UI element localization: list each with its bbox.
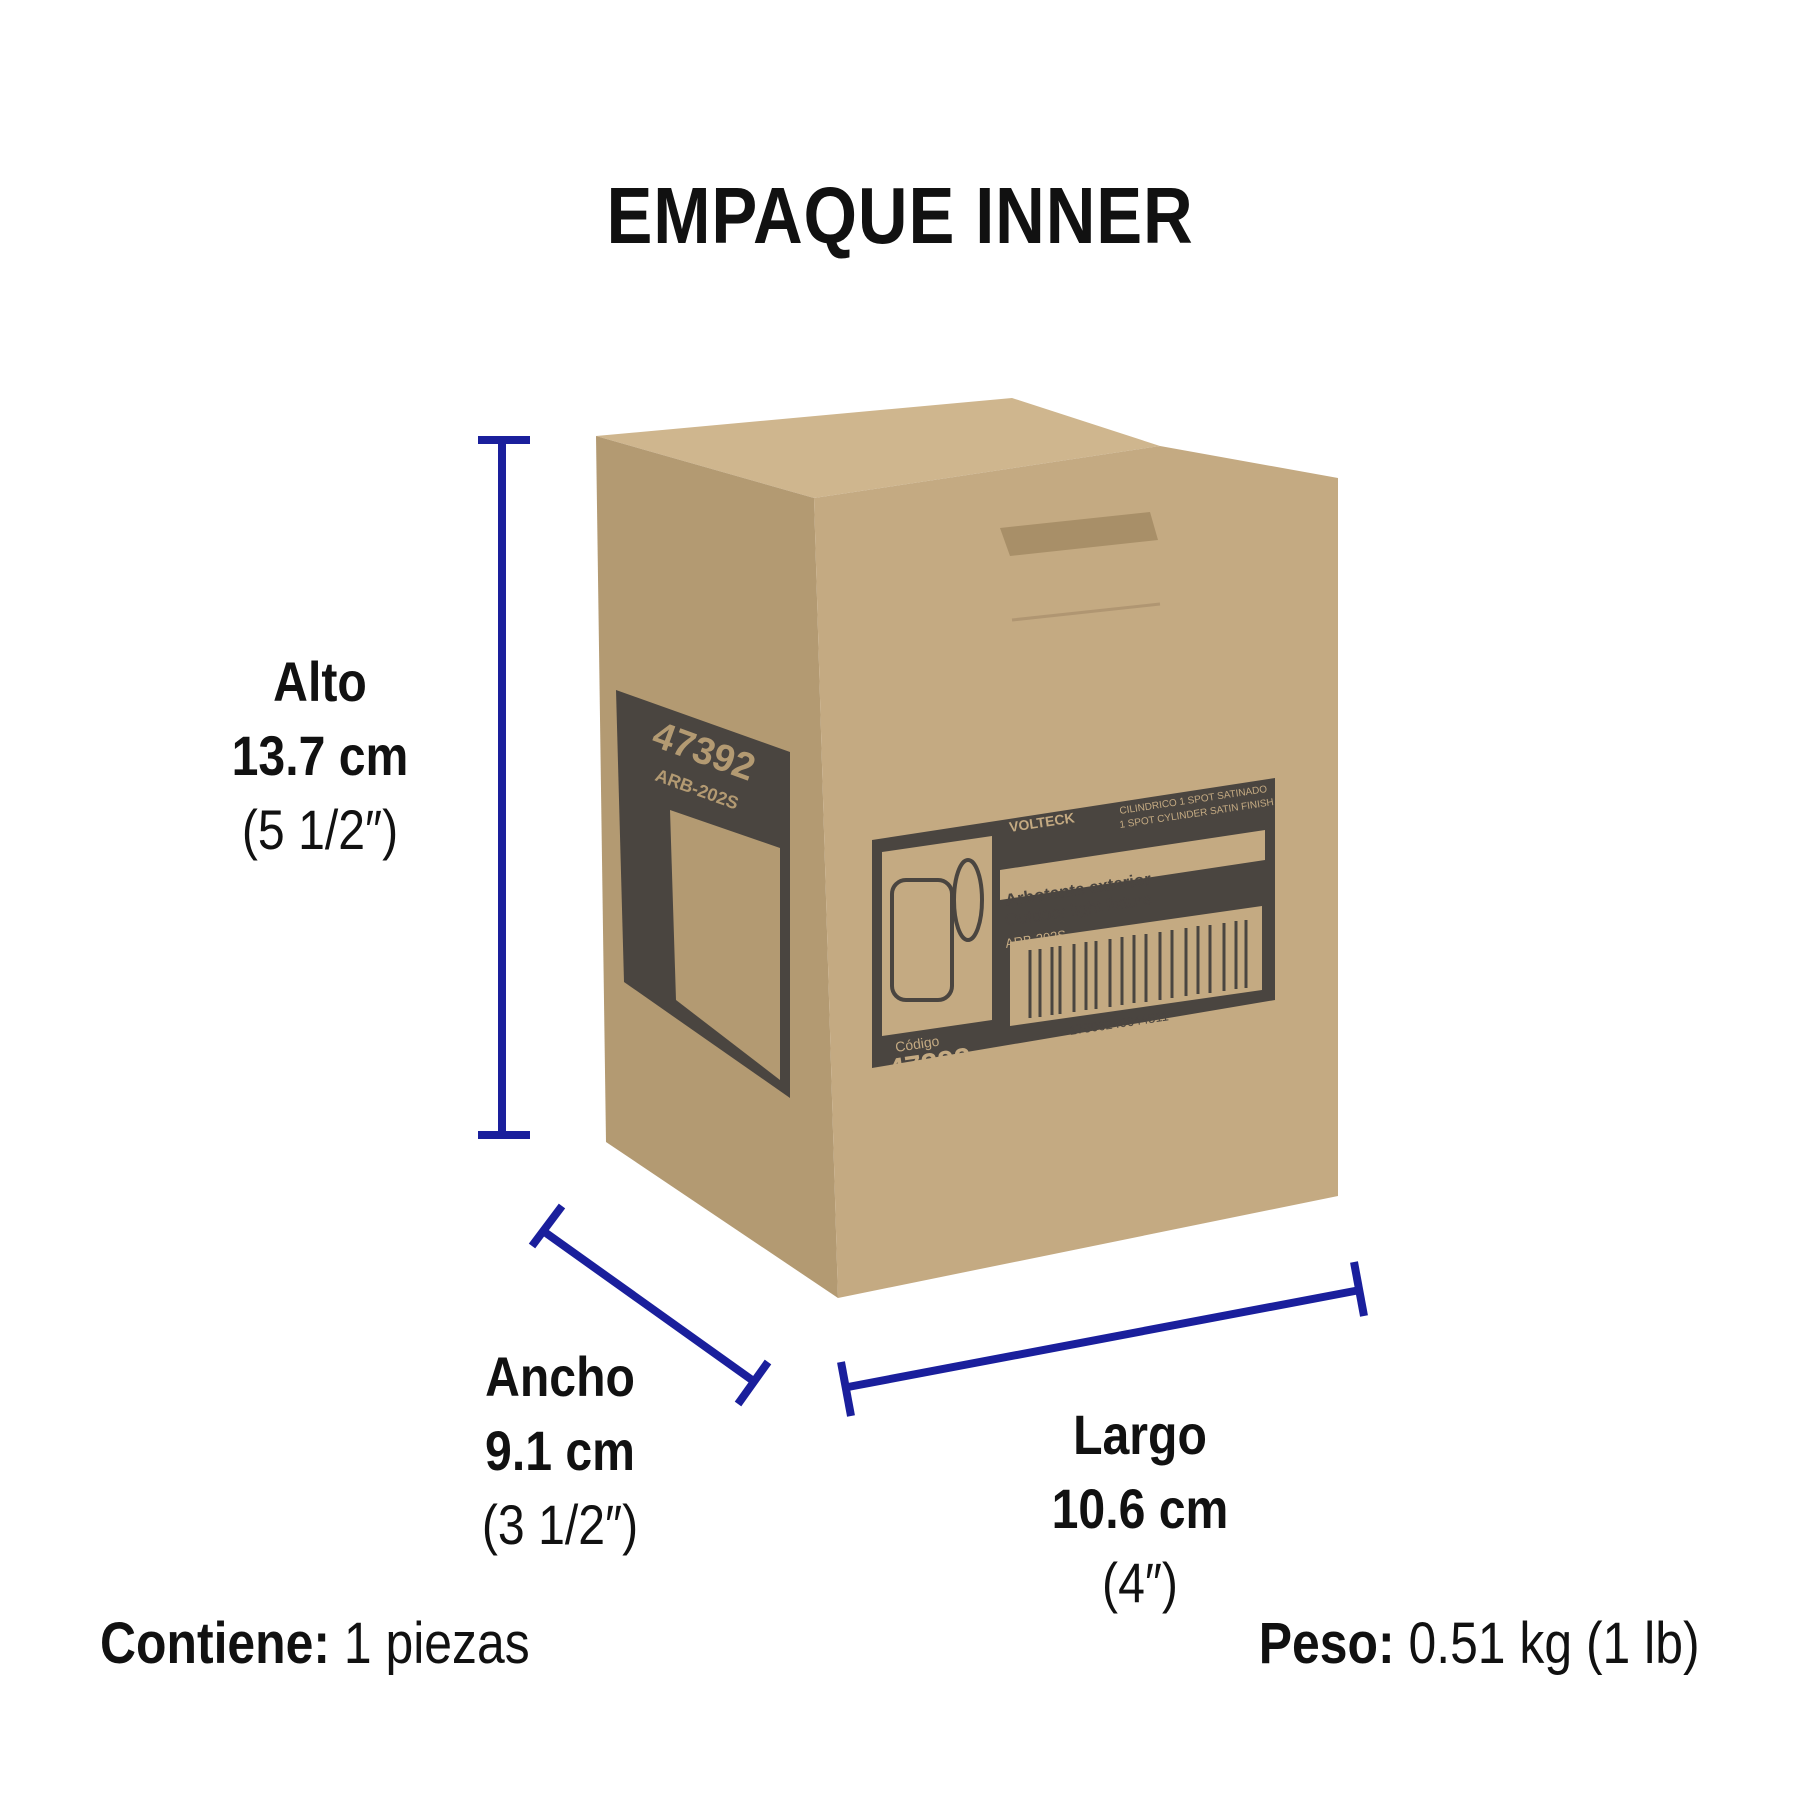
height-inches: (5 1/2″) bbox=[241, 798, 399, 861]
width-label: Ancho 9.1 cm (3 1/2″) bbox=[448, 1340, 672, 1562]
weight-info: Peso: 0.51 kg (1 lb) bbox=[1259, 1610, 1700, 1677]
contents-value: 1 piezas bbox=[343, 1611, 530, 1676]
contents-info: Contiene: 1 piezas bbox=[100, 1610, 530, 1677]
box-top-face bbox=[596, 398, 1160, 498]
height-dimension-line bbox=[478, 436, 530, 1139]
height-cm: 13.7 cm bbox=[231, 724, 409, 787]
box-flap-tab bbox=[1000, 512, 1158, 556]
width-cm: 9.1 cm bbox=[485, 1419, 635, 1482]
page-title: EMPAQUE INNER bbox=[606, 171, 1194, 260]
lamp-drawing-icon bbox=[890, 858, 984, 1002]
length-inches: (4″) bbox=[1102, 1551, 1178, 1614]
barcode bbox=[1028, 920, 1248, 1018]
length-label: Largo 10.6 cm (4″) bbox=[1020, 1398, 1261, 1620]
length-caption: Largo bbox=[1073, 1403, 1207, 1466]
side-label: 47392 ARB-202S bbox=[616, 690, 790, 1098]
height-caption: Alto bbox=[273, 650, 367, 713]
length-dimension-line bbox=[837, 1261, 1368, 1417]
contents-label: Contiene: bbox=[100, 1611, 330, 1676]
label-codigo-caption: Código bbox=[894, 1033, 940, 1055]
front-label: VOLTECK CILINDRICO 1 SPOT SATINADO 1 SPO… bbox=[872, 778, 1275, 1087]
weight-value: 0.51 kg (1 lb) bbox=[1408, 1611, 1700, 1676]
length-cm: 10.6 cm bbox=[1051, 1477, 1229, 1540]
height-label: Alto 13.7 cm (5 1/2″) bbox=[200, 645, 441, 867]
width-dimension-line bbox=[528, 1203, 772, 1407]
weight-label: Peso: bbox=[1259, 1611, 1396, 1676]
width-inches: (3 1/2″) bbox=[481, 1493, 639, 1556]
width-caption: Ancho bbox=[485, 1345, 635, 1408]
